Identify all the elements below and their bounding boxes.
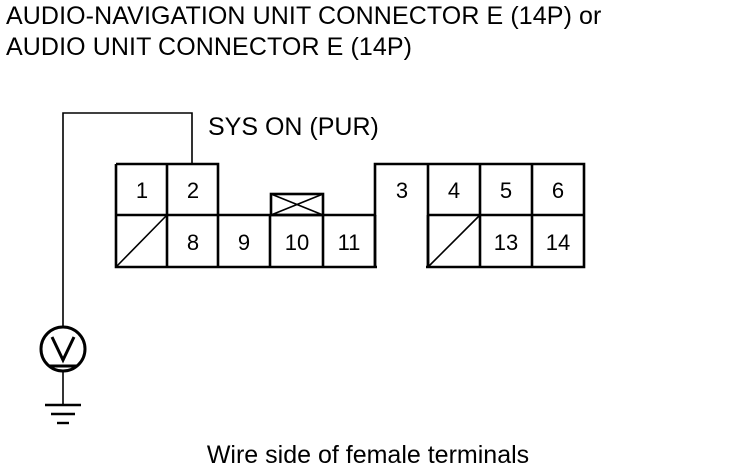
pin-label: 2 (187, 178, 199, 203)
pin-label: 4 (448, 178, 460, 203)
locking-tab-x-mark (270, 193, 324, 216)
ground-icon (45, 371, 81, 425)
pin-label: 13 (494, 230, 518, 255)
caption: Wire side of female terminals (206, 441, 530, 469)
pin-label: 6 (552, 178, 564, 203)
empty-cavity-left (115, 214, 168, 268)
pin-label: 14 (546, 230, 570, 255)
pin-label: 10 (285, 230, 309, 255)
voltmeter-icon (39, 325, 87, 373)
pin-label: 5 (500, 178, 512, 203)
title-line-1: AUDIO-NAVIGATION UNIT CONNECTOR E (14P) … (6, 2, 602, 30)
pin-label: 11 (338, 230, 361, 255)
pin-label: 8 (187, 230, 199, 255)
title-line-2: AUDIO UNIT CONNECTOR E (14P) (6, 33, 413, 61)
empty-cavity-right (427, 214, 481, 268)
probe-wire (62, 112, 193, 327)
wire-label-sys-on: SYS ON (PUR) (208, 113, 379, 141)
pin-label: 9 (238, 230, 250, 255)
pin-label: 1 (136, 178, 148, 203)
pin-label: 3 (396, 178, 408, 203)
